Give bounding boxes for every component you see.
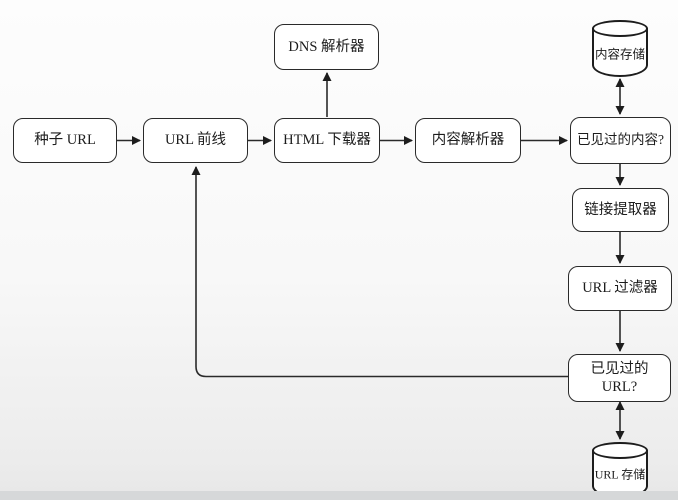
node-url-seen-line2: URL? xyxy=(601,379,638,395)
node-seed-url-label: 种子 URL xyxy=(34,132,96,149)
node-url-storage: URL 存储 xyxy=(592,442,648,498)
node-url-frontier-label: URL 前线 xyxy=(164,132,227,149)
connector-url-seen-to-frontier-feedback xyxy=(191,166,568,378)
node-content-storage-label: 内容存储 xyxy=(594,47,646,62)
node-content-seen: 已见过的内容? xyxy=(570,117,671,164)
node-dns-resolver: DNS 解析器 xyxy=(274,24,379,70)
node-seed-url: 种子 URL xyxy=(13,118,117,163)
node-html-downloader-label: HTML 下载器 xyxy=(283,132,371,149)
node-url-storage-label: URL 存储 xyxy=(594,467,646,482)
node-url-seen-line1: 已见过的 xyxy=(590,360,649,377)
node-link-extractor-label: 链接提取器 xyxy=(584,201,657,218)
node-html-downloader: HTML 下载器 xyxy=(274,118,380,163)
node-url-filter: URL 过滤器 xyxy=(568,266,672,311)
node-content-seen-label: 已见过的内容? xyxy=(577,132,664,148)
node-content-parser: 内容解析器 xyxy=(415,118,521,163)
content-storage-cylinder-top xyxy=(592,20,648,37)
node-content-storage: 内容存储 xyxy=(592,20,648,77)
node-url-seen: 已见过的 URL? xyxy=(568,354,671,402)
node-url-frontier: URL 前线 xyxy=(143,118,248,163)
node-content-parser-label: 内容解析器 xyxy=(431,132,505,149)
url-storage-cylinder-top xyxy=(592,442,648,459)
footer-strip xyxy=(0,491,678,500)
node-url-seen-label: 已见过的 URL? xyxy=(591,360,649,396)
node-link-extractor: 链接提取器 xyxy=(572,188,669,232)
node-dns-resolver-label: DNS 解析器 xyxy=(288,38,365,55)
node-url-filter-label: URL 过滤器 xyxy=(582,280,658,297)
